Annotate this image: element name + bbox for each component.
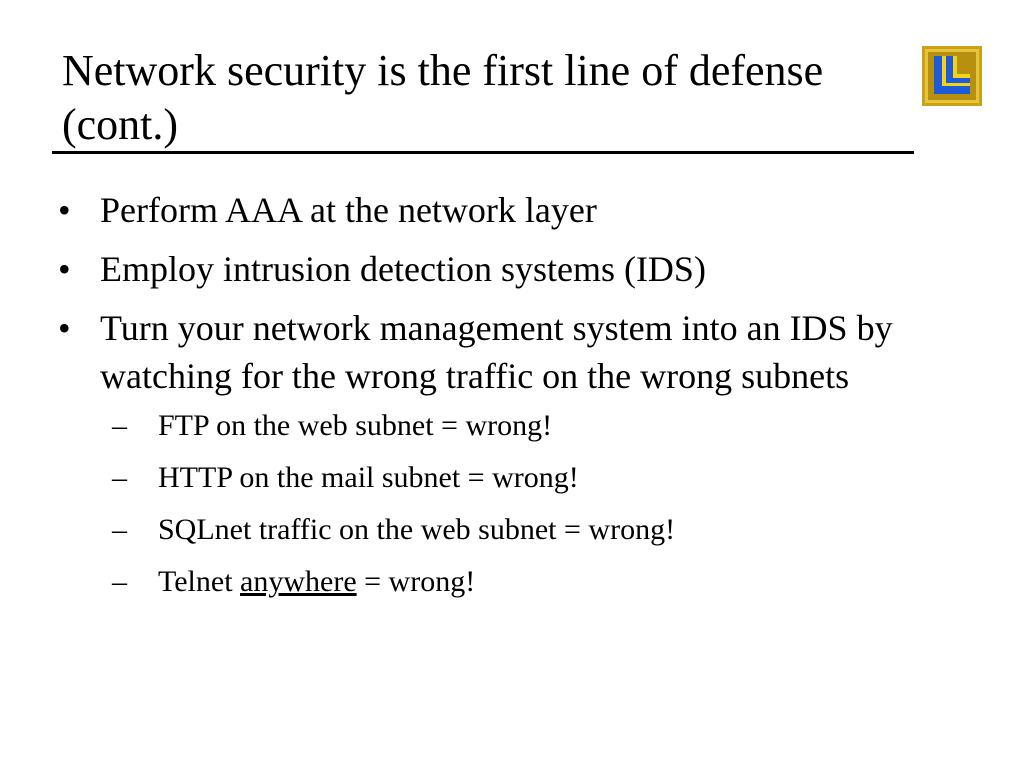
sub-bullet-emphasis: anywhere <box>240 565 357 598</box>
sub-bullet-text-post: = wrong! <box>356 565 476 598</box>
dash-mark: – <box>112 461 127 494</box>
sub-bullet-text-pre: Telnet <box>158 565 241 598</box>
bullet-text: Perform AAA at the network layer <box>100 190 597 230</box>
dash-mark: – <box>112 409 127 442</box>
sub-bullet-text: SQLnet traffic on the web subnet = wrong… <box>158 513 676 546</box>
bullet-mark: • <box>58 308 71 348</box>
bullet-text: Turn your network management system into… <box>100 308 893 396</box>
sub-bullet-list: – FTP on the web subnet = wrong! – HTTP … <box>100 406 988 602</box>
title-underline <box>52 151 914 154</box>
bullet-mark: • <box>58 249 71 289</box>
bullet-list: • Perform AAA at the network layer • Emp… <box>58 186 988 614</box>
ll-logo-icon <box>922 46 982 106</box>
bullet-text: Employ intrusion detection systems (IDS) <box>100 249 706 289</box>
bullet-item: • Turn your network management system in… <box>58 304 988 602</box>
sub-bullet-item: – FTP on the web subnet = wrong! <box>112 406 988 446</box>
bullet-item: • Employ intrusion detection systems (ID… <box>58 245 988 293</box>
sub-bullet-item: – SQLnet traffic on the web subnet = wro… <box>112 510 988 550</box>
dash-mark: – <box>112 513 127 546</box>
bullet-item: • Perform AAA at the network layer <box>58 186 988 234</box>
slide-title: Network security is the first line of de… <box>62 46 824 149</box>
sub-bullet-item: – HTTP on the mail subnet = wrong! <box>112 458 988 498</box>
bullet-mark: • <box>58 190 71 230</box>
sub-bullet-text: HTTP on the mail subnet = wrong! <box>158 461 579 494</box>
sub-bullet-item: – Telnet anywhere = wrong! <box>112 562 988 602</box>
dash-mark: – <box>112 565 127 598</box>
sub-bullet-text: FTP on the web subnet = wrong! <box>158 409 553 442</box>
